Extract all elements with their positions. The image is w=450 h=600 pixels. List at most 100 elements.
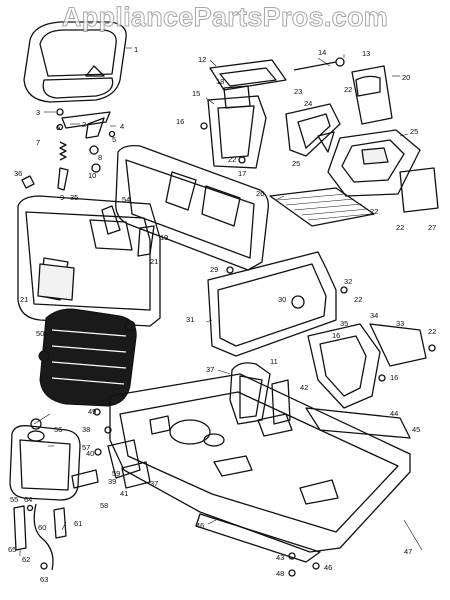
tank-strap[interactable] xyxy=(71,469,99,489)
seat-washer[interactable] xyxy=(56,123,64,131)
callout-42: 42 xyxy=(300,383,308,392)
callout-24: 24 xyxy=(304,99,312,108)
tank-bracket-right[interactable] xyxy=(53,507,67,539)
callout-64: 64 xyxy=(24,495,32,504)
callout-59: 59 xyxy=(112,469,120,478)
hose-clamp[interactable] xyxy=(26,504,34,512)
bracket-bolt[interactable] xyxy=(200,122,208,130)
callout-60: 60 xyxy=(38,523,46,532)
fuel-cap[interactable] xyxy=(30,418,42,430)
cowl-bolt[interactable] xyxy=(226,266,234,274)
callout-16c: 16 xyxy=(390,373,398,382)
callout-57: 57 xyxy=(82,443,90,452)
fender-support[interactable] xyxy=(229,362,271,425)
callout-29: 29 xyxy=(210,265,218,274)
callout-44: 44 xyxy=(390,409,398,418)
steering-bracket[interactable] xyxy=(207,95,267,169)
seat-bolt[interactable] xyxy=(56,108,64,116)
floor-grille[interactable] xyxy=(269,187,375,227)
box-bolt[interactable] xyxy=(378,374,386,382)
callout-5: 5 xyxy=(112,135,116,144)
seat-pivot-bracket[interactable] xyxy=(61,111,111,139)
panel-mount-bracket[interactable] xyxy=(137,225,155,257)
bracket-nut[interactable] xyxy=(238,156,246,164)
callout-11: 11 xyxy=(270,357,278,366)
callout-19: 19 xyxy=(160,233,168,242)
dash-panel[interactable] xyxy=(115,144,269,271)
callout-17: 17 xyxy=(238,169,246,178)
callout-21a: 21 xyxy=(150,257,158,266)
callout-31: 31 xyxy=(186,315,194,324)
clip[interactable] xyxy=(21,175,35,189)
lever-link[interactable] xyxy=(317,131,335,153)
support-brace[interactable] xyxy=(271,379,291,425)
chassis-frame[interactable] xyxy=(109,373,411,553)
callout-47: 47 xyxy=(404,547,412,556)
pivot-rod[interactable] xyxy=(293,61,337,71)
callout-3: 3 xyxy=(36,108,40,117)
engine-bolt[interactable] xyxy=(93,408,101,416)
steering-column[interactable] xyxy=(351,65,393,125)
callout-65: 65 xyxy=(8,545,16,554)
callout-14: 14 xyxy=(318,48,326,57)
fuel-tank[interactable] xyxy=(9,425,81,501)
callout-8: 8 xyxy=(98,153,102,162)
fuel-cover[interactable] xyxy=(399,167,439,213)
frame-nut[interactable] xyxy=(288,569,296,577)
seat-spring[interactable] xyxy=(59,141,67,161)
control-bracket[interactable] xyxy=(285,103,341,157)
callout-50: 50 xyxy=(36,329,44,338)
callout-43: 43 xyxy=(276,553,284,562)
callout-48: 48 xyxy=(276,569,284,578)
floor-mat[interactable] xyxy=(305,407,411,439)
seat-support-rod[interactable] xyxy=(57,167,69,191)
fuel-filter[interactable] xyxy=(40,562,48,570)
battery-box[interactable] xyxy=(307,323,381,409)
callout-41: 41 xyxy=(120,489,128,498)
seat-nut[interactable] xyxy=(108,130,116,138)
callout-25b: 25 xyxy=(292,159,300,168)
callout-46a: 46 xyxy=(196,521,204,530)
callout-22d: 22 xyxy=(396,223,404,232)
callout-38: 38 xyxy=(82,425,90,434)
callout-27: 27 xyxy=(428,223,436,232)
frame-bolt[interactable] xyxy=(288,552,296,560)
panel-bracket[interactable] xyxy=(101,205,121,235)
hitch-bolt[interactable] xyxy=(94,448,102,456)
pivot-nut[interactable] xyxy=(335,57,345,67)
battery-tray[interactable] xyxy=(369,323,427,367)
tank-bracket-left[interactable] xyxy=(13,505,27,551)
callout-62: 62 xyxy=(22,555,30,564)
callout-15: 15 xyxy=(192,89,200,98)
tray-nut[interactable] xyxy=(428,344,436,352)
seat[interactable] xyxy=(23,21,127,103)
callout-20: 20 xyxy=(402,73,410,82)
seat-knob-lower[interactable] xyxy=(91,163,101,173)
cowl-nut[interactable] xyxy=(340,286,348,294)
callout-46b: 46 xyxy=(324,563,332,572)
callout-61: 61 xyxy=(74,519,82,528)
callout-26: 26 xyxy=(256,189,264,198)
hitch-bracket[interactable] xyxy=(107,439,151,489)
callout-55: 55 xyxy=(10,495,18,504)
bushing[interactable] xyxy=(104,426,112,434)
fuel-line[interactable] xyxy=(33,503,54,571)
seat-knob[interactable] xyxy=(89,145,99,155)
engine-assembly[interactable] xyxy=(38,308,137,407)
skid-plate[interactable] xyxy=(195,513,321,563)
callout-35a: 35 xyxy=(70,193,78,202)
callout-58: 58 xyxy=(100,501,108,510)
callout-12: 12 xyxy=(198,55,206,64)
leader-lines xyxy=(19,47,423,556)
callout-9: 9 xyxy=(60,193,64,202)
callout-22a: 22 xyxy=(344,85,352,94)
skid-bolt[interactable] xyxy=(312,562,320,570)
callout-35b: 35 xyxy=(340,319,348,328)
callout-30: 30 xyxy=(278,295,286,304)
left-side-panel[interactable] xyxy=(17,195,161,327)
rear-cowl[interactable] xyxy=(207,251,337,357)
callout-36: 36 xyxy=(14,169,22,178)
dash-console[interactable] xyxy=(327,129,421,197)
callout-37b: 37 xyxy=(150,479,158,488)
